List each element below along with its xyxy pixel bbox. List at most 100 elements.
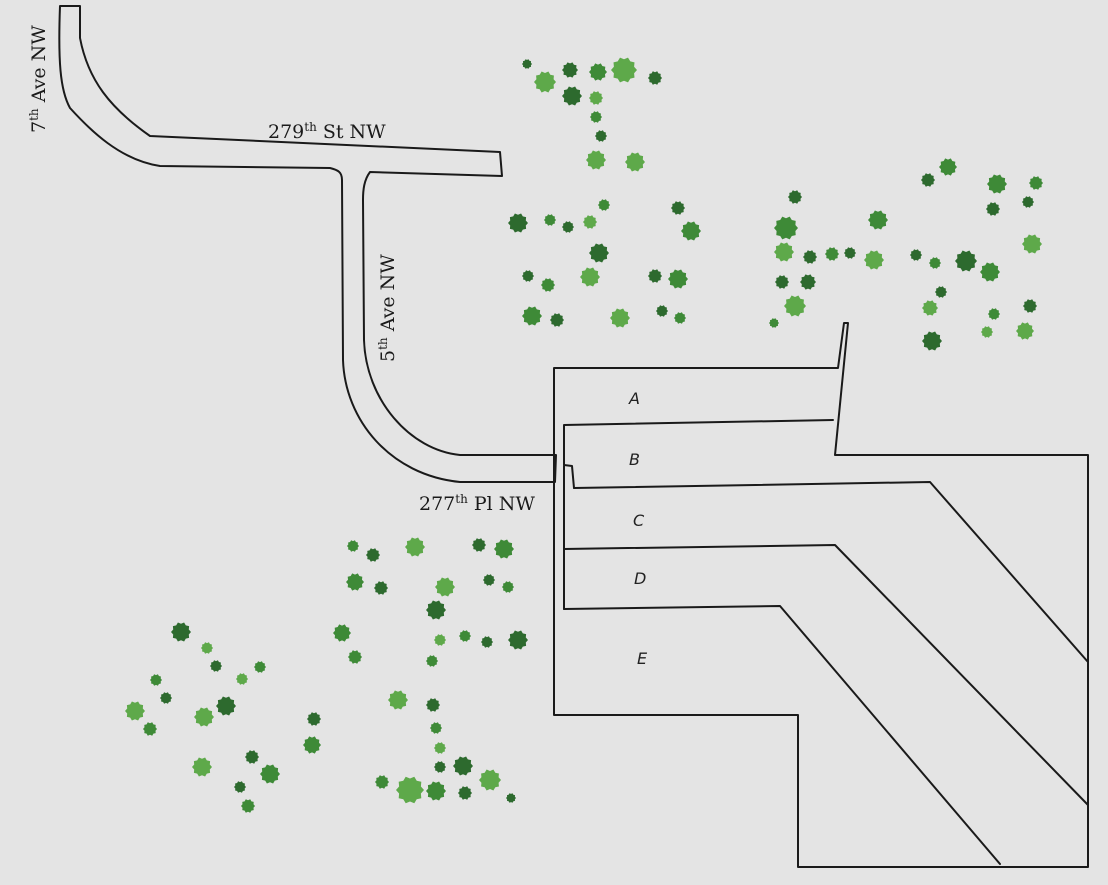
tree-icon — [1029, 176, 1043, 190]
tree-icon — [194, 707, 214, 727]
tree-icon — [483, 574, 495, 586]
tree-icon — [150, 674, 162, 686]
tree-icon — [453, 756, 473, 776]
tree-icon — [434, 634, 446, 646]
tree-icon — [921, 173, 935, 187]
road-label-7th-ave: 7th Ave NW — [27, 25, 50, 133]
tree-icon — [844, 247, 856, 259]
tree-icon — [788, 190, 802, 204]
tree-icon — [648, 71, 662, 85]
tree-icon — [534, 71, 556, 93]
lot-parcel-lines — [553, 322, 1089, 868]
tree-icon — [459, 630, 471, 642]
tree-icon — [939, 158, 957, 176]
tree-icon — [922, 300, 938, 316]
tree-icon — [234, 781, 246, 793]
tree-icon — [589, 63, 607, 81]
tree-icon — [481, 636, 493, 648]
tree-icon — [586, 150, 606, 170]
tree-icon — [929, 257, 941, 269]
tree-icon — [125, 701, 145, 721]
lot-d-e-line — [563, 605, 1001, 865]
tree-icon — [980, 262, 1000, 282]
tree-icon — [774, 242, 794, 262]
tree-icon — [981, 326, 993, 338]
tree-icon — [775, 275, 789, 289]
road-label-279th-st: 279th St NW — [268, 120, 386, 143]
tree-icon — [435, 577, 455, 597]
lot-a-b-line — [563, 419, 834, 429]
lot-b-left-edge — [563, 427, 575, 489]
tree-icon — [544, 214, 556, 226]
tree-icon — [472, 538, 486, 552]
tree-icon — [580, 267, 600, 287]
tree-icon — [347, 540, 359, 552]
tree-icon — [346, 573, 364, 591]
tree-icon — [143, 722, 157, 736]
tree-icon — [171, 622, 191, 642]
tree-icon — [303, 736, 321, 754]
tree-icon — [681, 221, 701, 241]
lot-label-d: D — [634, 569, 646, 588]
tree-icon — [610, 308, 630, 328]
tree-icon — [405, 537, 425, 557]
tree-icon — [479, 769, 501, 791]
tree-cluster-southwest — [125, 537, 528, 813]
lot-label-a: A — [628, 389, 640, 408]
lot-label-b: B — [629, 450, 640, 469]
tree-icon — [674, 312, 686, 324]
tree-icon — [625, 152, 645, 172]
tree-icon — [426, 781, 446, 801]
lot-label-e: E — [637, 649, 648, 668]
tree-icon — [589, 91, 603, 105]
tree-cluster-northeast — [769, 158, 1043, 351]
tree-icon — [426, 698, 440, 712]
tree-icon — [430, 722, 442, 734]
tree-icon — [210, 660, 222, 672]
tree-icon — [216, 696, 236, 716]
tree-icon — [541, 278, 555, 292]
tree-icon — [988, 308, 1000, 320]
tree-icon — [868, 210, 888, 230]
tree-icon — [508, 213, 528, 233]
tree-icon — [987, 174, 1007, 194]
tree-icon — [595, 130, 607, 142]
tree-icon — [307, 712, 321, 726]
tree-icon — [562, 62, 578, 78]
tree-icon — [562, 221, 574, 233]
tree-icon — [648, 269, 662, 283]
tree-icon — [803, 250, 817, 264]
parcel-outer-boundary — [553, 322, 1089, 868]
tree-icon — [769, 318, 779, 328]
tree-icon — [201, 642, 213, 654]
tree-icon — [522, 270, 534, 282]
tree-icon — [522, 306, 542, 326]
tree-icon — [494, 539, 514, 559]
tree-icon — [160, 692, 172, 704]
tree-icon — [388, 690, 408, 710]
tree-icon — [236, 673, 248, 685]
tree-icon — [426, 600, 446, 620]
tree-icon — [611, 57, 637, 83]
tree-icon — [502, 581, 514, 593]
tree-cluster-north — [508, 57, 701, 328]
tree-icon — [550, 313, 564, 327]
tree-icon — [348, 650, 362, 664]
tree-icon — [1023, 299, 1037, 313]
tree-icon — [506, 793, 516, 803]
tree-icon — [426, 655, 438, 667]
tree-icon — [955, 250, 977, 272]
tree-icon — [522, 59, 532, 69]
tree-icon — [935, 286, 947, 298]
tree-icon — [598, 199, 610, 211]
tree-icon — [333, 624, 351, 642]
tree-icon — [375, 775, 389, 789]
tree-icon — [374, 581, 388, 595]
tree-icon — [245, 750, 259, 764]
tree-icon — [1022, 234, 1042, 254]
tree-icon — [668, 269, 688, 289]
tree-icon — [434, 742, 446, 754]
tree-icon — [366, 548, 380, 562]
tree-icon — [656, 305, 668, 317]
